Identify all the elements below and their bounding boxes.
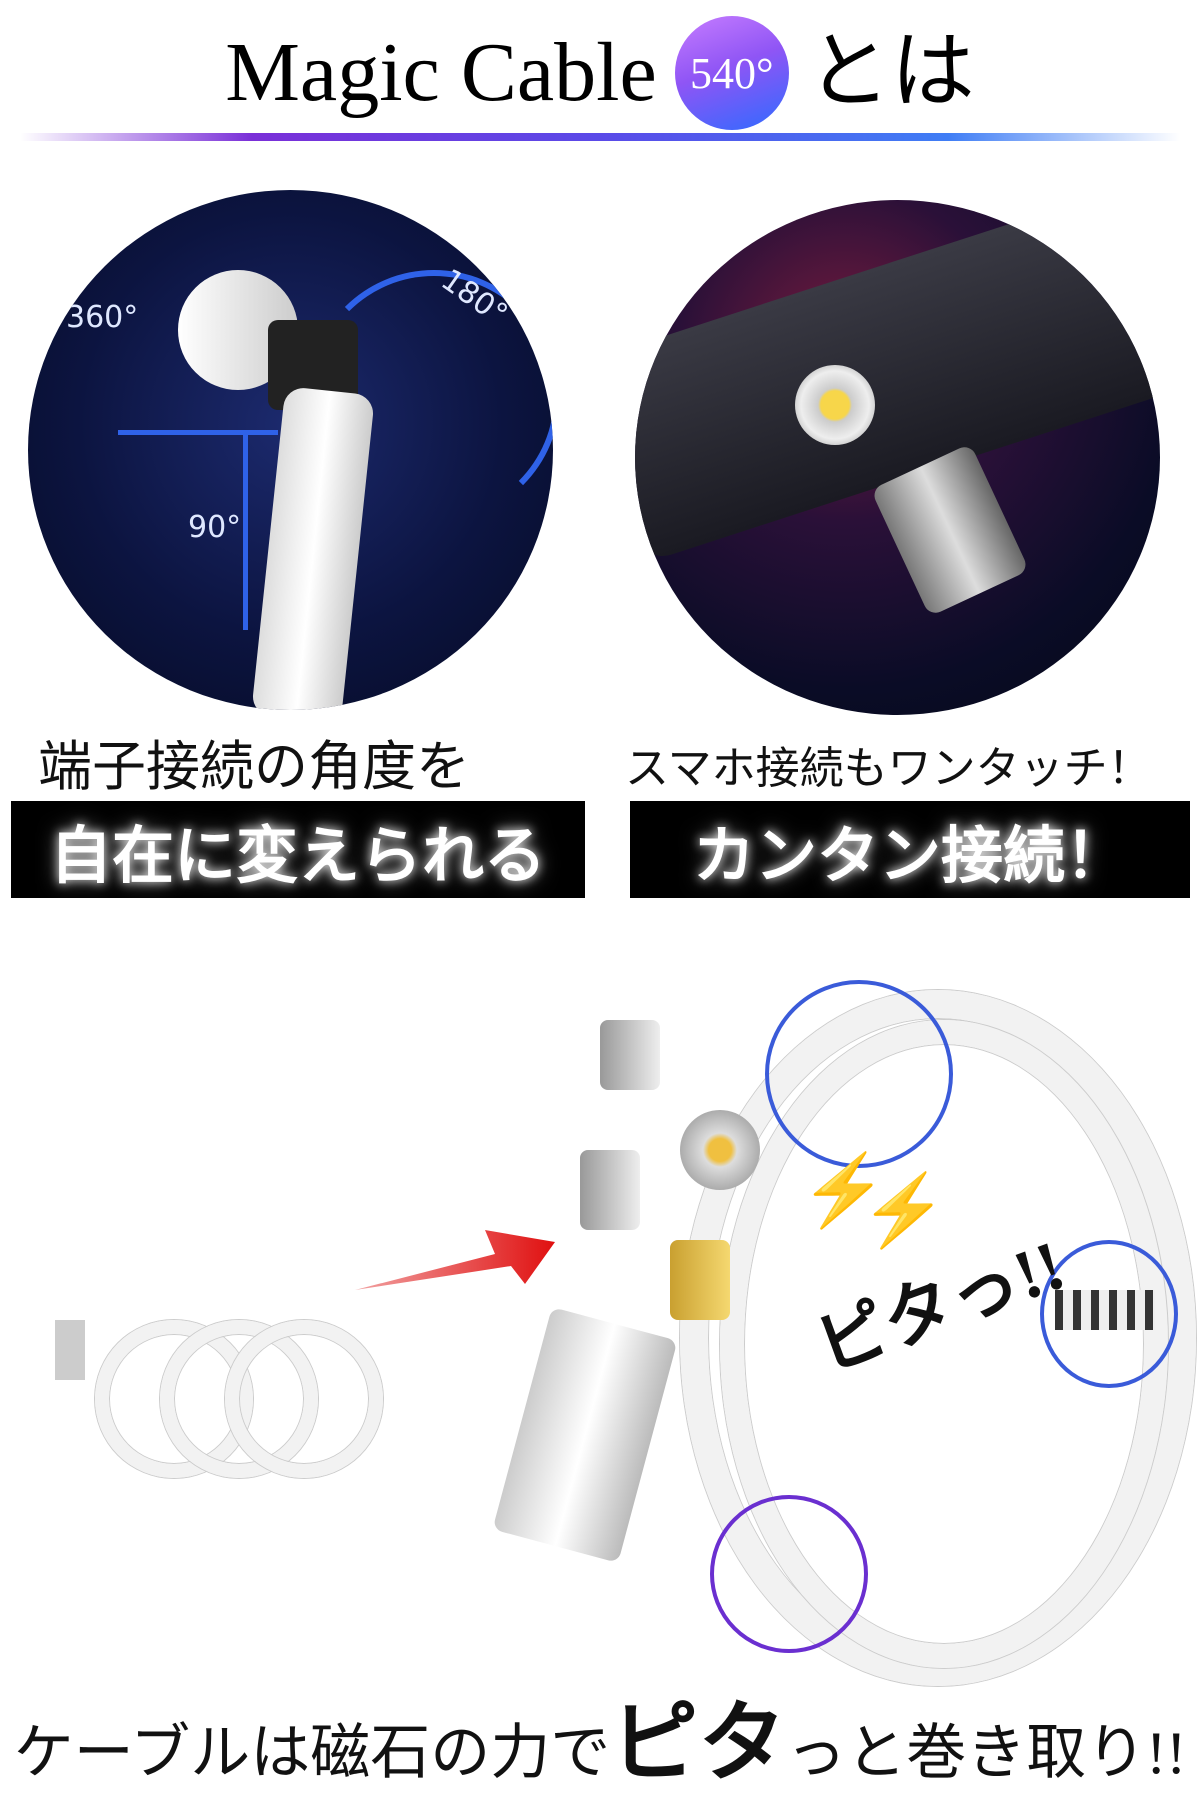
right-caption: スマホ接続もワンタッチ！ (625, 744, 1152, 793)
right-highlight-text: カンタン接続！ (692, 821, 1127, 891)
title-left: Magic Cable (225, 26, 657, 119)
red-arrow-icon (355, 1230, 555, 1290)
lightning-tip (580, 1150, 640, 1230)
small-coil (225, 1320, 383, 1478)
rotation-arc-icon (308, 270, 553, 522)
title-right: とは (806, 26, 975, 119)
gradient-divider (20, 133, 1180, 141)
angle-line (118, 430, 278, 435)
angle-360: 360° (66, 300, 139, 335)
small-usb-plug (55, 1320, 85, 1380)
angle-90: 90° (188, 510, 242, 545)
magnet-ring-top (765, 980, 953, 1168)
phone-connection-photo (635, 200, 1160, 715)
usb-c-tip (600, 1020, 660, 1090)
caption-emphasis: ピタ (610, 1696, 787, 1793)
magnet-ring-right (1040, 1240, 1178, 1388)
magnet-ring-bottom (710, 1495, 868, 1653)
left-highlight-text: 自在に変えられる (49, 821, 546, 891)
large-usb-plug (492, 1307, 678, 1563)
badge-text: 540° (689, 48, 774, 98)
degree-badge: 540° (674, 16, 789, 130)
page-title: Magic Cable 540° とは (0, 16, 1200, 130)
lightning-icon: ⚡ (860, 1173, 948, 1250)
left-caption: 端子接続の角度を (38, 737, 470, 797)
magnetic-head (680, 1110, 760, 1190)
magnet-strip (1055, 1290, 1155, 1330)
rotation-photo: 360° 180° 90° (28, 190, 553, 710)
right-highlight: カンタン接続！ (630, 801, 1190, 898)
caption-before: ケーブルは磁石の力で (13, 1720, 611, 1786)
magnetic-tip (795, 365, 875, 445)
angle-line (243, 430, 248, 630)
cable-product-photo: ⚡ ⚡ ピタっ!! (0, 950, 1200, 1686)
micro-usb-tip (670, 1240, 730, 1320)
lightning-icon: ⚡ (800, 1153, 888, 1230)
caption-after: っと巻き取り!! (786, 1720, 1187, 1786)
bottom-caption: ケーブルは磁石の力でピタっと巻き取り!! (0, 1672, 1200, 1799)
left-highlight: 自在に変えられる (11, 801, 585, 898)
